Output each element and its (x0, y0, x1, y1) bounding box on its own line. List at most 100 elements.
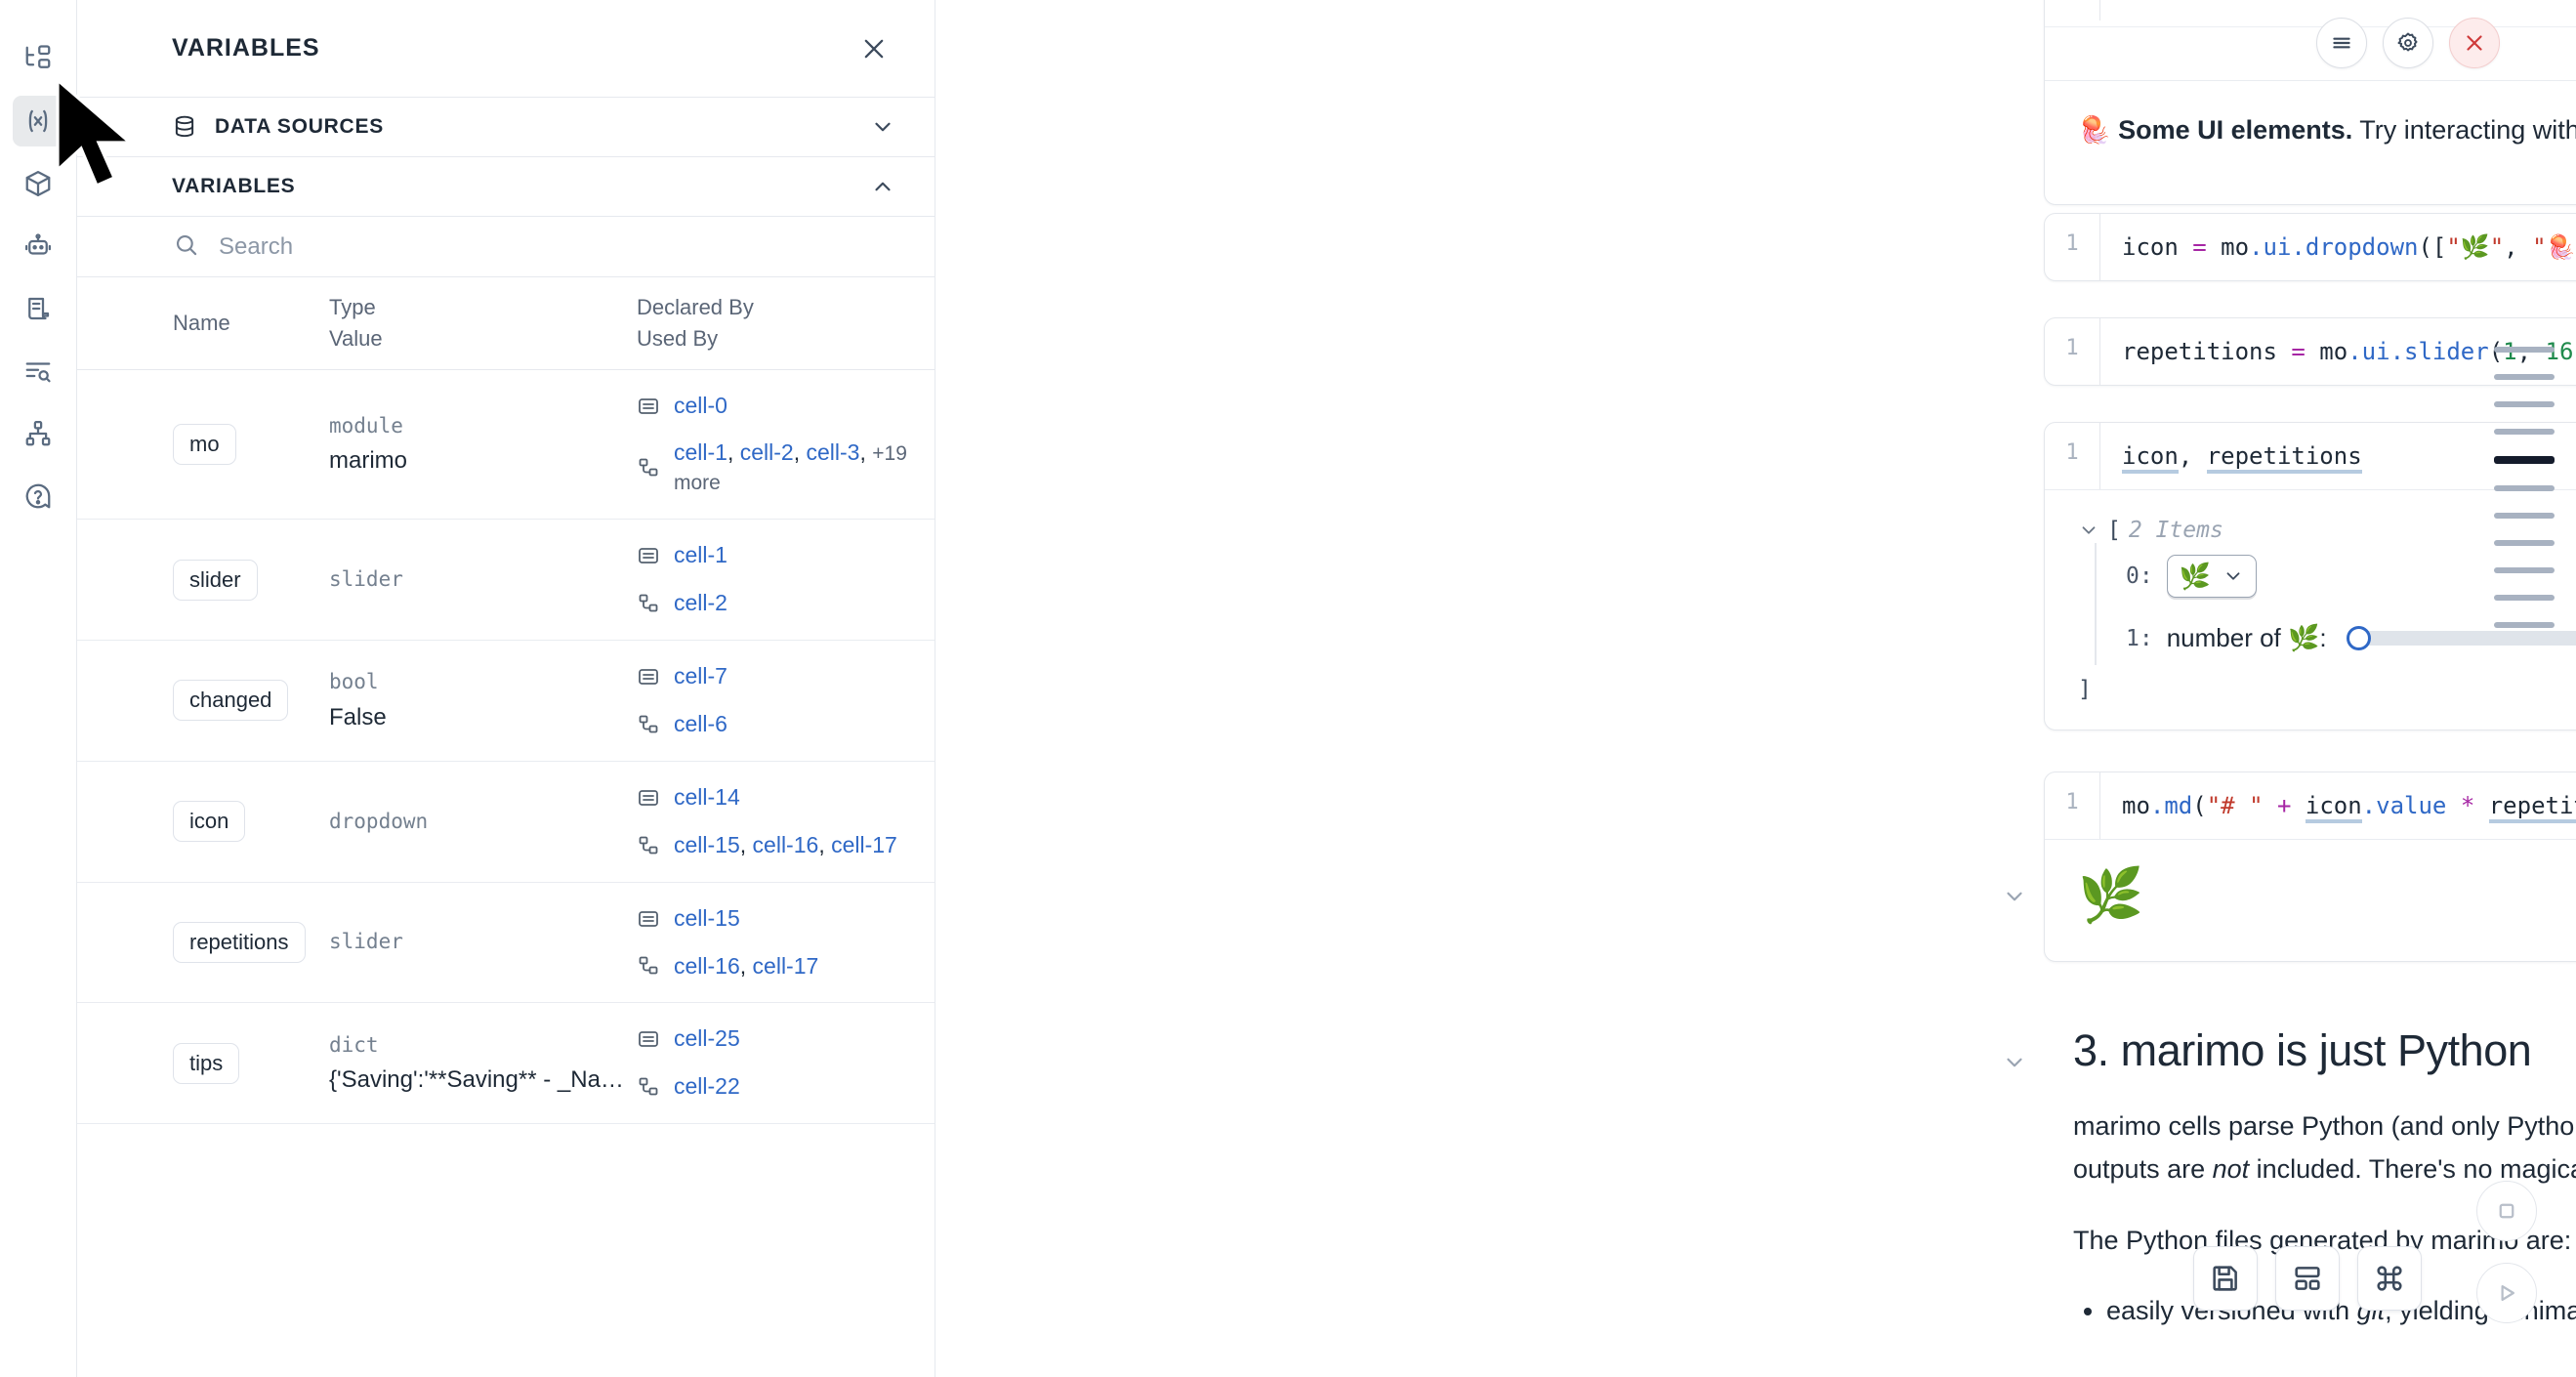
variable-name-chip[interactable]: tips (173, 1042, 240, 1084)
collapse-cell-chevron-icon[interactable] (2002, 884, 2027, 909)
code-editor[interactable]: icon = mo.ui.dropdown(["🌿", "🪼", "✨"], v… (2099, 214, 2576, 281)
help-icon[interactable] (13, 471, 63, 522)
declared-by-link[interactable]: cell-1 (674, 542, 727, 568)
cell-delete-button[interactable] (2449, 18, 2500, 68)
cell-link[interactable]: cell-17 (831, 831, 897, 857)
variable-refs-cell: cell-1 cell-2 (637, 541, 935, 618)
used-by-links[interactable]: cell-15, cell-16, cell-17 (674, 831, 897, 857)
cell-action-buttons (2316, 18, 2500, 68)
cell-link[interactable]: cell-22 (674, 1073, 740, 1100)
command-palette-button[interactable] (2357, 1246, 2422, 1311)
variables-icon[interactable] (13, 96, 63, 146)
slider-track[interactable] (2358, 631, 2576, 647)
cell-link[interactable]: cell-16 (674, 952, 740, 979)
code-token: = (2291, 338, 2306, 365)
variable-name-chip[interactable]: repetitions (173, 922, 306, 963)
code-token: ( (2192, 792, 2207, 819)
declared-by-link[interactable]: cell-25 (674, 1025, 740, 1052)
scratchpad-icon[interactable] (13, 283, 63, 334)
list-index: 0: (2126, 563, 2153, 590)
search-input[interactable] (219, 232, 895, 261)
dropdown-select[interactable]: 🌿 (2166, 555, 2258, 599)
cell-link[interactable]: cell-1 (674, 439, 727, 466)
minimap-mark[interactable] (2494, 622, 2555, 628)
minimap-mark[interactable] (2494, 347, 2555, 353)
section-variables[interactable]: VARIABLES (77, 157, 935, 217)
cell-link[interactable]: cell-6 (674, 710, 727, 736)
code-editor[interactable]: icon, repetitions (2099, 423, 2576, 490)
output-emoji: 🪼 (2078, 115, 2111, 146)
dependency-graph-icon[interactable] (13, 408, 63, 459)
variable-name-chip[interactable]: icon (173, 801, 246, 843)
code-cell-dropdown: 1 icon = mo.ui.dropdown(["🌿", "🪼", "✨"],… (2044, 213, 2576, 282)
variable-name-chip[interactable]: changed (173, 680, 289, 722)
minimap-mark[interactable] (2494, 513, 2555, 519)
declared-by-link[interactable]: cell-14 (674, 783, 740, 810)
code-editor[interactable]: """🪼 Some UI elements.""" Try interactin… (2099, 0, 2576, 21)
used-by-more[interactable]: +19 more (674, 442, 907, 495)
run-button[interactable] (2476, 1263, 2537, 1323)
minimap-mark[interactable] (2494, 456, 2555, 464)
run-controls (2476, 1181, 2537, 1323)
cell-link[interactable]: cell-2 (674, 590, 727, 616)
cell-link[interactable]: cell-2 (739, 439, 794, 466)
list-output-header[interactable]: [ 2 Items (2078, 518, 2576, 543)
used-by-links[interactable]: cell-22 (674, 1072, 740, 1102)
notebook-minimap[interactable] (2494, 347, 2555, 628)
minimap-mark[interactable] (2494, 429, 2555, 435)
declared-by-link[interactable]: cell-7 (674, 663, 727, 689)
declared-by-link[interactable]: cell-15 (674, 904, 740, 931)
slider-knob[interactable] (2346, 626, 2371, 651)
list-index: 1: (2126, 625, 2153, 651)
slider-input[interactable] (2346, 626, 2576, 651)
code-token: .md (2149, 792, 2193, 819)
table-row[interactable]: repetitions slider cell-15 cell-16, cell-17 (77, 883, 935, 1004)
output-rest-text: Try interacting with the below elements. (2359, 115, 2576, 146)
collapse-section-chevron-icon[interactable] (2002, 1050, 2027, 1075)
gear-icon[interactable] (2383, 18, 2433, 68)
section-data-sources[interactable]: DATA SOURCES (77, 98, 935, 157)
code-editor[interactable]: mo.md("# " + icon.value * repetitions.va… (2099, 772, 2576, 840)
variable-name-chip[interactable]: mo (173, 423, 236, 465)
cell-menu-button[interactable] (2316, 18, 2367, 68)
interrupt-button[interactable] (2476, 1181, 2537, 1241)
file-explorer-icon[interactable] (13, 33, 63, 84)
used-by-links[interactable]: cell-16, cell-17 (674, 952, 819, 979)
markdown-output: 🪼 Some UI elements. Try interacting with… (2045, 80, 2576, 204)
minimap-mark[interactable] (2494, 567, 2555, 573)
minimap-mark[interactable] (2494, 401, 2555, 407)
used-by-links[interactable]: cell-6 (674, 710, 727, 739)
cell-link[interactable]: cell-16 (752, 831, 819, 857)
declared-by-line: cell-0 (637, 392, 935, 421)
save-button[interactable] (2193, 1246, 2258, 1311)
minimap-mark[interactable] (2494, 485, 2555, 491)
cell-link[interactable]: cell-15 (674, 831, 740, 857)
variable-type: slider (329, 930, 403, 954)
variable-name-chip[interactable]: slider (173, 559, 258, 601)
code-token (2446, 792, 2460, 819)
chat-assistant-icon[interactable] (13, 221, 63, 271)
cell-icon (637, 395, 660, 418)
minimap-mark[interactable] (2494, 374, 2555, 380)
panel-title: VARIABLES (172, 34, 320, 62)
used-by-links[interactable]: cell-2 (674, 589, 727, 618)
cell-link[interactable]: cell-17 (752, 952, 819, 979)
close-icon[interactable] (860, 35, 888, 63)
cell-link[interactable]: cell-3 (806, 439, 860, 466)
variable-refs-cell: cell-7 cell-6 (637, 662, 935, 739)
used-by-links[interactable]: cell-1, cell-2, cell-3, +19 more (674, 439, 907, 495)
packages-icon[interactable] (13, 158, 63, 209)
minimap-mark[interactable] (2494, 595, 2555, 601)
outline-search-icon[interactable] (13, 346, 63, 396)
minimap-mark[interactable] (2494, 540, 2555, 546)
declared-by-link[interactable]: cell-0 (674, 392, 727, 418)
layout-button[interactable] (2275, 1246, 2340, 1311)
variable-refs-cell: cell-15 cell-16, cell-17 (637, 904, 935, 981)
chevron-down-icon[interactable] (2078, 520, 2099, 541)
